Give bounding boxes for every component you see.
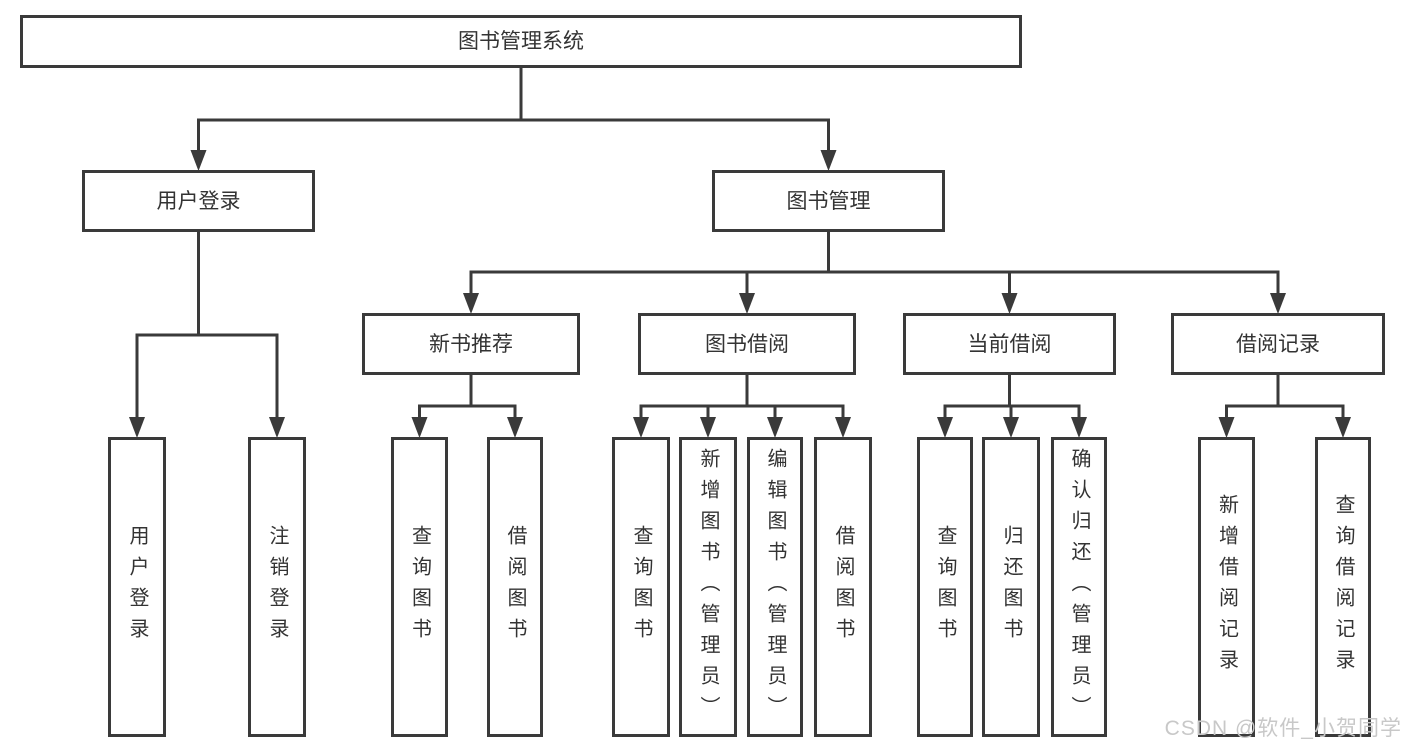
node-u2: 注销登录 bbox=[248, 437, 306, 737]
node-label-mgmt: 图书管理 bbox=[786, 189, 871, 213]
node-d1: 新增借阅记录 bbox=[1198, 437, 1255, 737]
node-label-u2: 注销登录 bbox=[266, 525, 288, 649]
arrowhead-c2 bbox=[1003, 417, 1019, 438]
node-label-r1: 查询图书 bbox=[408, 525, 431, 649]
node-label-b1: 查询图书 bbox=[630, 525, 652, 649]
node-mgmt: 图书管理 bbox=[712, 170, 945, 232]
node-r2: 借阅图书 bbox=[487, 437, 543, 737]
node-d2: 查询借阅记录 bbox=[1315, 437, 1371, 737]
node-cur: 当前借阅 bbox=[903, 313, 1116, 375]
node-b3: 编辑图书（管理员） bbox=[747, 437, 803, 737]
node-label-cur: 当前借阅 bbox=[967, 332, 1052, 356]
arrowhead-b1 bbox=[633, 417, 649, 438]
node-label-bor: 图书借阅 bbox=[705, 332, 789, 356]
node-label-b2: 新增图书（管理员） bbox=[697, 447, 719, 727]
node-bor: 图书借阅 bbox=[638, 313, 856, 375]
node-label-b4: 借阅图书 bbox=[832, 525, 854, 649]
arrowhead-b3 bbox=[767, 417, 783, 438]
node-b2: 新增图书（管理员） bbox=[679, 437, 737, 737]
arrowhead-r1 bbox=[411, 417, 428, 438]
arrowhead-mgmt bbox=[820, 150, 837, 171]
arrowhead-b4 bbox=[835, 417, 851, 438]
node-label-c2: 归还图书 bbox=[1000, 525, 1022, 649]
node-b1: 查询图书 bbox=[612, 437, 670, 737]
node-label-d2: 查询借阅记录 bbox=[1332, 494, 1354, 680]
node-login: 用户登录 bbox=[82, 170, 315, 232]
node-r1: 查询图书 bbox=[391, 437, 448, 737]
node-root: 图书管理系统 bbox=[20, 15, 1022, 68]
node-label-b3: 编辑图书（管理员） bbox=[764, 447, 786, 727]
node-label-r2: 借阅图书 bbox=[504, 525, 526, 649]
node-recd: 借阅记录 bbox=[1171, 313, 1385, 375]
node-label-root: 图书管理系统 bbox=[458, 30, 584, 53]
node-u1: 用户登录 bbox=[108, 437, 166, 737]
node-c3: 确认归还（管理员） bbox=[1051, 437, 1107, 737]
node-label-rec: 新书推荐 bbox=[429, 332, 513, 356]
arrowhead-b2 bbox=[700, 417, 716, 438]
arrowhead-d2 bbox=[1335, 417, 1351, 438]
arrowhead-d1 bbox=[1218, 417, 1235, 438]
node-label-u1: 用户登录 bbox=[126, 525, 148, 649]
arrowhead-c1 bbox=[937, 417, 953, 438]
arrowhead-rec bbox=[463, 293, 479, 314]
arrowhead-cur bbox=[1001, 293, 1018, 314]
node-b4: 借阅图书 bbox=[814, 437, 872, 737]
node-label-c3: 确认归还（管理员） bbox=[1068, 447, 1090, 727]
arrowhead-recd bbox=[1270, 293, 1286, 314]
arrowhead-r2 bbox=[507, 417, 523, 438]
node-label-login: 用户登录 bbox=[156, 189, 241, 213]
node-label-recd: 借阅记录 bbox=[1236, 332, 1320, 356]
node-rec: 新书推荐 bbox=[362, 313, 580, 375]
arrowhead-login bbox=[190, 150, 207, 171]
node-c1: 查询图书 bbox=[917, 437, 973, 737]
arrowhead-c3 bbox=[1071, 417, 1087, 438]
arrowhead-u1 bbox=[129, 417, 145, 438]
node-c2: 归还图书 bbox=[982, 437, 1040, 737]
arrowhead-bor bbox=[739, 293, 755, 314]
arrowhead-u2 bbox=[269, 417, 285, 438]
node-label-c1: 查询图书 bbox=[934, 525, 956, 649]
node-label-d1: 新增借阅记录 bbox=[1215, 494, 1238, 680]
